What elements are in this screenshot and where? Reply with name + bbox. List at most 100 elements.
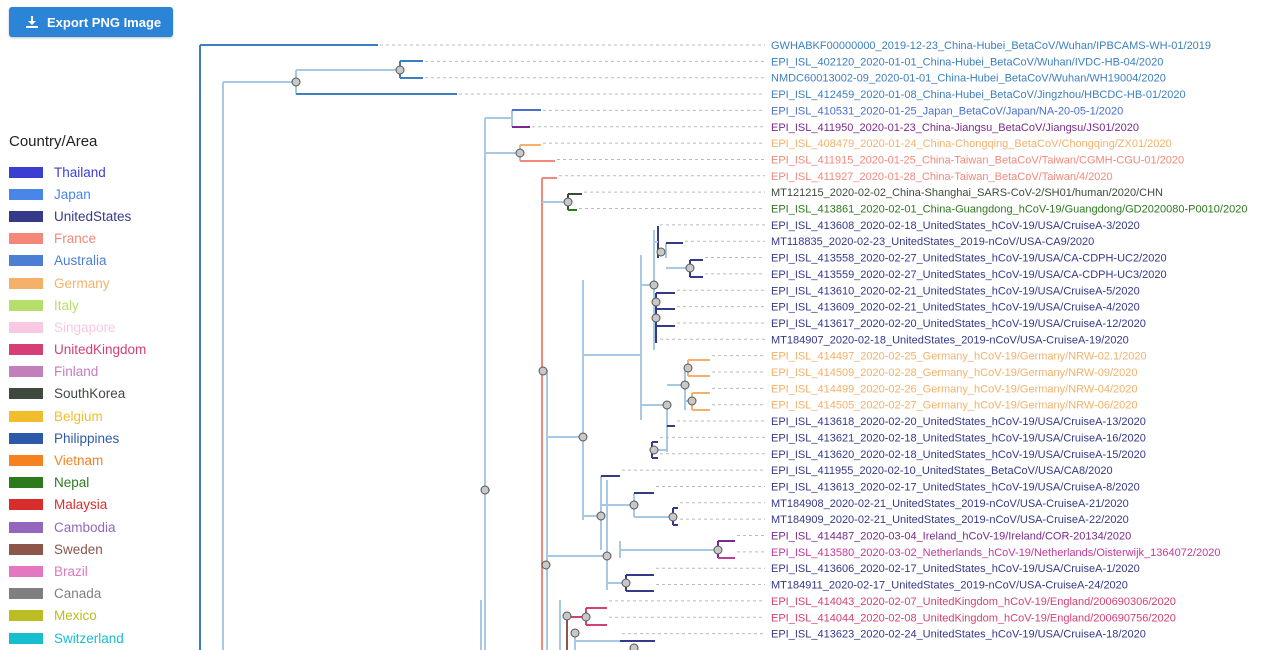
- legend-swatch: [9, 277, 43, 289]
- legend-swatch: [9, 455, 43, 467]
- legend-item: Vietnam: [9, 449, 189, 471]
- tree-node: [656, 247, 666, 257]
- legend-label: Philippines: [54, 430, 120, 446]
- leaf-label: MT118835_2020-02-23_UnitedStates_2019-nC…: [771, 236, 1094, 248]
- legend-swatch: [9, 166, 43, 178]
- leaf-label: MT184911_2020-02-17_UnitedStates_2019-nC…: [771, 580, 1128, 592]
- leaf-label: GWHABKF00000000_2019-12-23_China-Hubei_B…: [771, 40, 1211, 52]
- leaf-label: MT184908_2020-02-21_UnitedStates_2019-nC…: [771, 498, 1129, 510]
- tree-node: [562, 611, 572, 621]
- leaf-label: NMDC60013002-09_2020-01-01_China-Hubei_B…: [771, 73, 1166, 85]
- legend-swatch: [9, 521, 43, 533]
- leaf-label: EPI_ISL_408479_2020-01-24_China-Chongqin…: [771, 138, 1172, 150]
- leaf-label: EPI_ISL_411915_2020-01-25_China-Taiwan_B…: [771, 154, 1184, 166]
- leaf-label: EPI_ISL_412459_2020-01-08_China-Hubei_Be…: [771, 89, 1186, 101]
- legend-item: Malaysia: [9, 494, 189, 516]
- legend-item: Cambodia: [9, 516, 189, 538]
- legend-item: Singapore: [9, 316, 189, 338]
- legend-item: UnitedKingdom: [9, 339, 189, 361]
- tree-node: [651, 297, 661, 307]
- legend-swatch: [9, 499, 43, 511]
- tree-node: [578, 432, 588, 442]
- tree-node: [668, 512, 678, 522]
- legend-swatch: [9, 210, 43, 222]
- legend-label: UnitedKingdom: [54, 342, 147, 358]
- legend-item: Brazil: [9, 560, 189, 582]
- tree-node: [685, 263, 695, 273]
- legend-label: Mexico: [54, 608, 97, 624]
- legend-label: Nepal: [54, 475, 90, 491]
- legend-label: Italy: [54, 297, 79, 313]
- legend-label: Belgium: [54, 408, 103, 424]
- tree-node: [538, 366, 548, 376]
- legend-item: France: [9, 228, 189, 250]
- tree-node: [541, 560, 551, 570]
- legend-title: Country/Area: [9, 133, 98, 150]
- legend-item: SouthKorea: [9, 383, 189, 405]
- legend-swatch: [9, 588, 43, 600]
- tree-node: [683, 363, 693, 373]
- legend-swatch: [9, 432, 43, 444]
- legend-swatch: [9, 610, 43, 622]
- leaf-label: EPI_ISL_414509_2020-02-28_Germany_hCoV-1…: [771, 367, 1138, 379]
- tree-node: [713, 545, 723, 555]
- leaf-label: EPI_ISL_413580_2020-03-02_Netherlands_hC…: [771, 547, 1221, 559]
- leaf-label: EPI_ISL_413609_2020-02-21_UnitedStates_h…: [771, 302, 1140, 314]
- legend-label: Australia: [54, 253, 107, 269]
- export-png-button[interactable]: Export PNG Image: [9, 7, 173, 37]
- legend-swatch: [9, 410, 43, 422]
- tree-node: [581, 612, 591, 622]
- legend-swatch: [9, 255, 43, 267]
- tree-node: [649, 280, 659, 290]
- legend-label: Vietnam: [54, 453, 104, 469]
- legend-swatch: [9, 188, 43, 200]
- legend-label: Switzerland: [54, 630, 124, 646]
- legend-swatch: [9, 632, 43, 644]
- leaf-label: MT121215_2020-02-02_China-Shanghai_SARS-…: [771, 187, 1163, 199]
- legend-item: UnitedStates: [9, 205, 189, 227]
- tree-node: [570, 628, 580, 638]
- legend-item: Belgium: [9, 405, 189, 427]
- export-png-label: Export PNG Image: [47, 14, 162, 30]
- leaf-label: EPI_ISL_413558_2020-02-27_UnitedStates_h…: [771, 253, 1167, 265]
- legend-label: Sweden: [54, 541, 103, 557]
- legend-swatch: [9, 233, 43, 245]
- legend-swatch: [9, 543, 43, 555]
- tree-node: [687, 396, 697, 406]
- legend-label: Japan: [54, 186, 91, 202]
- legend-label: Thailand: [54, 164, 106, 180]
- legend-swatch: [9, 321, 43, 333]
- leaf-label: EPI_ISL_414487_2020-03-04_Ireland_hCoV-1…: [771, 531, 1131, 543]
- tree-node: [480, 485, 490, 495]
- leaf-label: EPI_ISL_413606_2020-02-17_UnitedStates_h…: [771, 563, 1140, 575]
- leaf-label: EPI_ISL_414499_2020-02-26_Germany_hCoV-1…: [771, 383, 1138, 395]
- legend-swatch: [9, 388, 43, 400]
- leaf-label: EPI_ISL_414497_2020-02-25_Germany_hCoV-1…: [771, 351, 1147, 363]
- legend-item: Australia: [9, 250, 189, 272]
- tree-node: [395, 65, 405, 75]
- leaf-label: EPI_ISL_413623_2020-02-24_UnitedStates_h…: [771, 629, 1146, 641]
- leaf-label: EPI_ISL_411927_2020-01-28_China-Taiwan_B…: [771, 171, 1113, 183]
- tree-node: [680, 380, 690, 390]
- legend-swatch: [9, 299, 43, 311]
- legend-item: Japan: [9, 183, 189, 205]
- legend-label: UnitedStates: [54, 208, 132, 224]
- legend-swatch: [9, 366, 43, 378]
- legend-label: SouthKorea: [54, 386, 126, 402]
- leaf-label: EPI_ISL_413610_2020-02-21_UnitedStates_h…: [771, 285, 1140, 297]
- legend-swatch: [9, 477, 43, 489]
- legend-item: Switzerland: [9, 627, 189, 649]
- leaf-label: EPI_ISL_414505_2020-02-27_Germany_hCoV-1…: [771, 400, 1138, 412]
- leaf-label: EPI_ISL_413618_2020-02-20_UnitedStates_h…: [771, 416, 1146, 428]
- legend-label: Canada: [54, 586, 102, 602]
- leaf-label: MT184907_2020-02-18_UnitedStates_2019-nC…: [771, 334, 1129, 346]
- legend-item: Germany: [9, 272, 189, 294]
- legend-item: Sweden: [9, 538, 189, 560]
- legend-label: Malaysia: [54, 497, 108, 513]
- legend-item: Finland: [9, 361, 189, 383]
- leaf-label: EPI_ISL_402120_2020-01-01_China-Hubei_Be…: [771, 56, 1163, 68]
- legend-label: Finland: [54, 364, 99, 380]
- tree-node: [651, 313, 661, 323]
- leaf-label: EPI_ISL_413620_2020-02-18_UnitedStates_h…: [771, 449, 1146, 461]
